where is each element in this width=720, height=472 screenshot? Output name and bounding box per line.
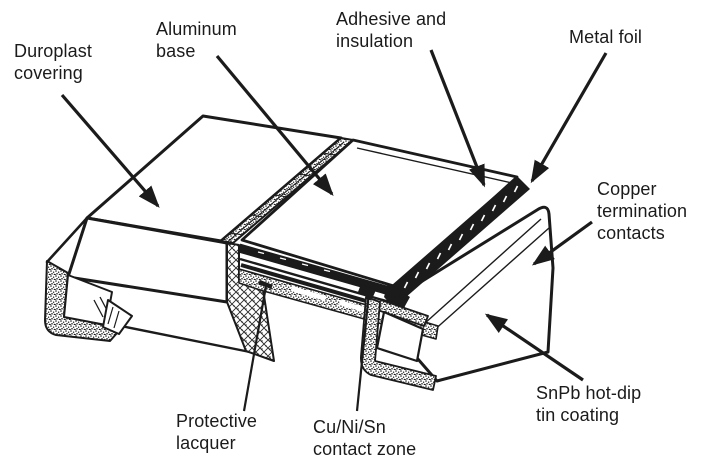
label-aluminum-base: Aluminum base — [156, 19, 237, 61]
cap-cut-band-hatch — [224, 141, 345, 245]
adhesive-notch — [291, 286, 326, 301]
leader-metal-foil — [530, 52, 608, 184]
rear-edge-inner-line — [356, 147, 513, 184]
leader-copper — [531, 220, 593, 266]
right-termination-wrap — [360, 295, 437, 391]
label-snpb-coating: SnPb hot-dip tin coating — [536, 383, 642, 425]
label-adhesive-insulation: Adhesive and insulation — [336, 9, 447, 51]
label-copper-termination: Copper termination contacts — [597, 179, 688, 243]
foil-ticks — [403, 185, 519, 289]
label-duroplast-covering: Duroplast covering — [14, 41, 92, 83]
left-termination — [44, 260, 133, 342]
leader-lacquer-hook — [258, 279, 273, 290]
leader-adhesive — [429, 49, 486, 188]
leader-duroplast — [60, 93, 160, 208]
substrate-cut-wedge — [226, 242, 275, 362]
leader-cuni — [355, 291, 371, 412]
label-cuni-contact-zone: Cu/Ni/Sn contact zone — [313, 417, 417, 459]
coating-sheen-line — [423, 218, 542, 325]
coating-sheen-line — [431, 227, 550, 333]
leaders — [60, 49, 608, 412]
leader-lacquer — [242, 285, 268, 412]
label-protective-lacquer: Protective lacquer — [176, 411, 258, 453]
foil-layer-specks — [257, 251, 331, 273]
leader-snpb — [484, 313, 584, 382]
leader-aluminum — [215, 54, 334, 196]
substrate-bottom-edge — [110, 322, 251, 354]
leader-cuni-hook — [358, 284, 376, 299]
label-metal-foil: Metal foil — [569, 27, 643, 47]
right-termination-inner — [375, 310, 425, 363]
left-termination-tab-lines — [107, 306, 120, 329]
foil-layer — [237, 243, 402, 299]
right-termination-block — [401, 205, 555, 383]
